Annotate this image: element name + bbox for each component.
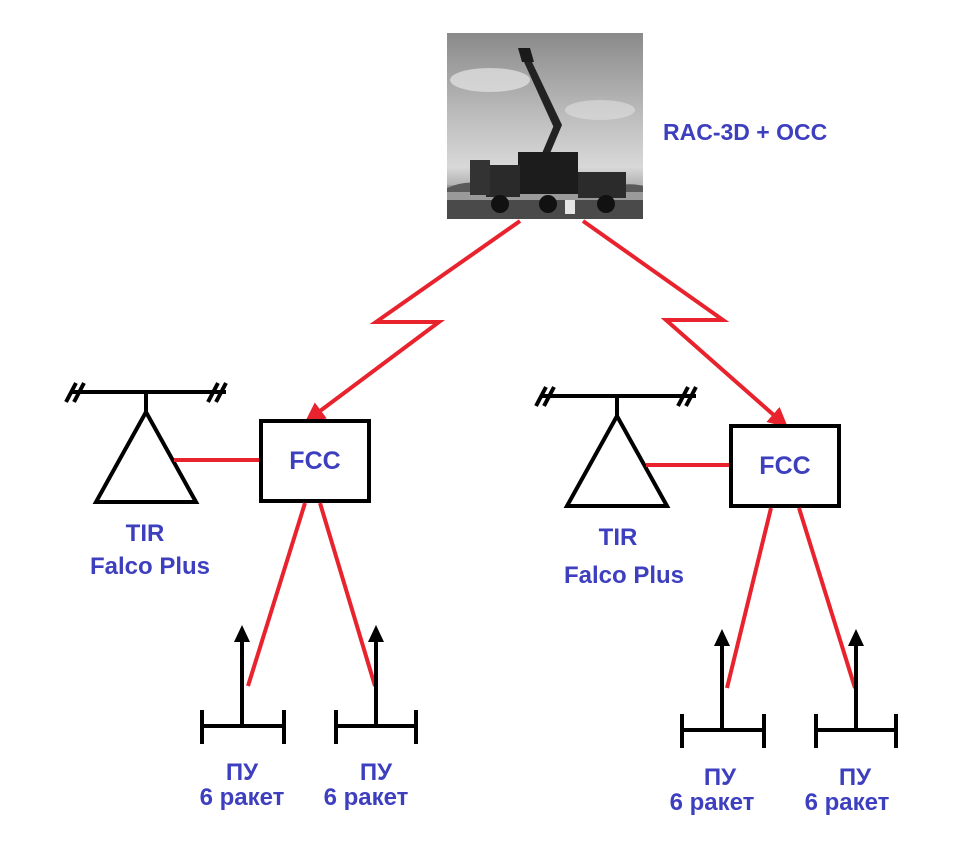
launcher-label-1a-line2: 6 ракет [200, 784, 285, 811]
launcher-icon [680, 629, 766, 748]
launcher-icon [200, 625, 286, 744]
launcher-label-1b-line1: ПУ [360, 759, 393, 786]
launcher-icon [814, 629, 898, 748]
fcc-box-1 [259, 419, 371, 503]
radar-label-2-line1: TIR [599, 524, 638, 551]
fcc-launcher-link-1a [246, 502, 307, 687]
fcc-launcher-link-1b [318, 502, 377, 687]
launcher-icon [334, 625, 418, 744]
radio-link-1 [304, 219, 522, 423]
radar-vehicle-photo [447, 33, 643, 219]
launcher-label-2b-line2: 6 ракет [805, 789, 890, 816]
fcc-launcher-link-2b [797, 507, 857, 689]
radar-antenna-icon [64, 382, 228, 504]
radar-label-1-line1: TIR [126, 520, 165, 547]
launcher-label-2a-line2: 6 ракет [670, 789, 755, 816]
radar-label-1-line2: Falco Plus [90, 553, 210, 580]
unit-group-2: FCC TIR Falco Plus ПУ 6 ракет ПУ 6 ракет [534, 219, 898, 816]
radar-label-2-line2: Falco Plus [564, 562, 684, 589]
fcc-launcher-link-2a [725, 507, 773, 689]
fcc-label-1: FCC [289, 447, 340, 475]
launcher-label-2b-line1: ПУ [839, 764, 872, 791]
launcher-label-1a-line1: ПУ [226, 759, 259, 786]
launcher-label-1b-line2: 6 ракет [324, 784, 409, 811]
headquarters-label: RAC-3D + OCC [663, 119, 827, 145]
radar-antenna-icon [534, 386, 698, 508]
radio-link-2 [581, 219, 788, 428]
unit-group-1: FCC TIR Falco Plus ПУ 6 ракет ПУ 6 ракет [64, 219, 522, 811]
fcc-label-2: FCC [759, 452, 810, 480]
launcher-label-2a-line1: ПУ [704, 764, 737, 791]
fcc-box-2 [729, 424, 841, 508]
